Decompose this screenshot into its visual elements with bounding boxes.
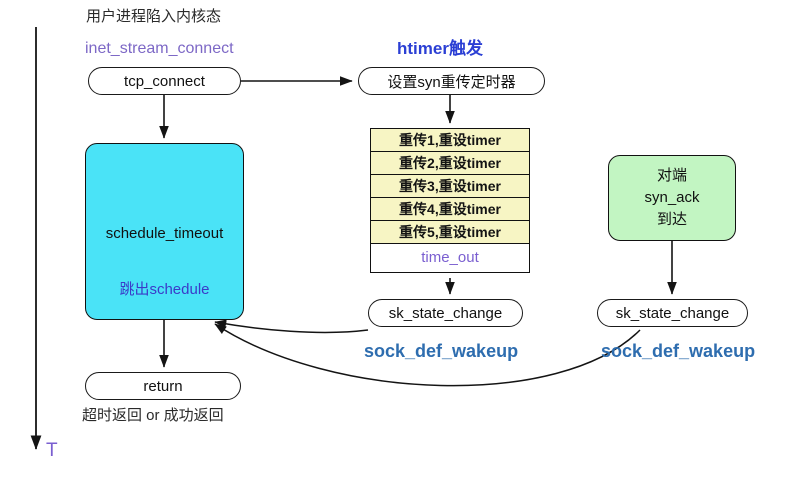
schedule-timeout-label: schedule_timeout — [105, 225, 224, 242]
peer-line-3: 到达 — [656, 211, 687, 229]
table-row: 重传5,重设timer — [371, 221, 529, 244]
peer-line-1: 对端 — [656, 166, 687, 184]
node-set-syn-retransmit-timer[interactable]: 设置syn重传定时器 — [358, 67, 545, 95]
schedule-exit-label: 跳出schedule — [119, 281, 210, 298]
node-sk-state-change-left[interactable]: sk_state_change — [368, 299, 523, 327]
time-axis-label: T — [46, 440, 58, 461]
sock-def-wakeup-label-left: sock_def_wakeup — [364, 341, 519, 361]
htimer-trigger-label: htimer触发 — [397, 39, 483, 58]
node-sk-state-change-right[interactable]: sk_state_change — [597, 299, 748, 327]
node-return[interactable]: return — [85, 372, 241, 400]
table-row: 重传1,重设timer — [371, 129, 529, 152]
node-schedule-timeout[interactable]: schedule_timeout 跳出schedule — [85, 143, 244, 320]
table-row: 重传3,重设timer — [371, 175, 529, 198]
peer-line-2: syn_ack — [644, 188, 700, 206]
return-note-label: 超时返回 or 成功返回 — [82, 407, 224, 424]
edge-wakeup-left-curve — [214, 319, 369, 334]
node-tcp-connect[interactable]: tcp_connect — [88, 67, 241, 95]
table-row-timeout: time_out — [371, 244, 529, 272]
kernel-entry-note: 用户进程陷入内核态 — [86, 8, 222, 25]
sock-def-wakeup-label-right: sock_def_wakeup — [601, 341, 756, 361]
table-row: 重传4,重设timer — [371, 198, 529, 221]
table-row: 重传2,重设timer — [371, 152, 529, 175]
node-peer-syn-ack-arrival[interactable]: 对端 syn_ack 到达 — [608, 155, 736, 241]
inet-stream-connect-label: inet_stream_connect — [85, 40, 234, 57]
retransmission-table: 重传1,重设timer 重传2,重设timer 重传3,重设timer 重传4,… — [370, 128, 530, 273]
